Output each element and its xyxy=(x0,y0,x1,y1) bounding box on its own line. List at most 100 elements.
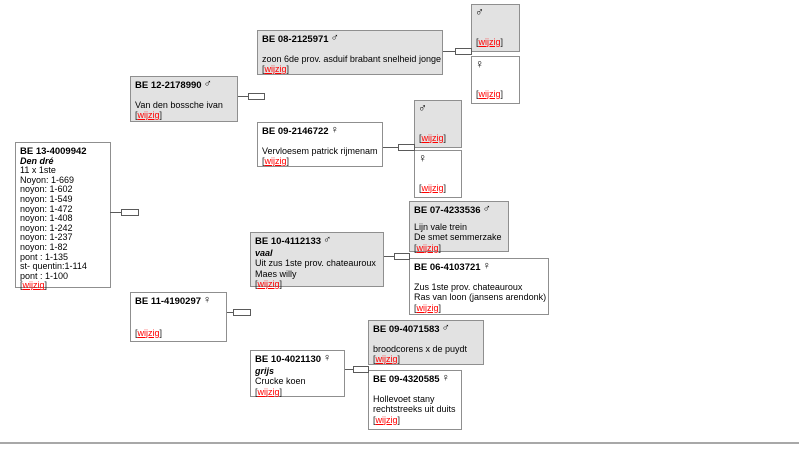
connector-junction xyxy=(455,48,472,55)
pigeon-line: Van den bossche ivan xyxy=(135,99,223,110)
female-icon: ♀ xyxy=(323,352,332,364)
connector-line xyxy=(384,256,394,257)
pedigree-box-mm: BE 10-4021130♀ grijs Crucke koen [wijzig… xyxy=(250,350,345,397)
female-icon: ♀ xyxy=(441,372,450,384)
ring-text: BE 09-4320585 xyxy=(373,374,440,385)
ring-number: BE 13-4009942 xyxy=(20,147,106,157)
connector-junction xyxy=(398,144,415,151)
ring-text: BE 10-4021130 xyxy=(255,354,322,365)
ring-text: BE 11-4190297 xyxy=(135,296,202,307)
male-icon: ♂ xyxy=(482,203,491,215)
wijzig-link[interactable]: [wijzig] xyxy=(135,110,163,120)
result-line: noyon: 1-237 xyxy=(20,232,73,243)
female-icon: ♀ xyxy=(203,294,212,306)
ring-text: BE 07-4233536 xyxy=(414,205,481,216)
ring-number: BE 12-2178990♂ xyxy=(135,78,233,92)
male-icon: ♂ xyxy=(330,32,339,44)
ring-text: BE 09-2146722 xyxy=(262,126,329,137)
pigeon-name: Den dré xyxy=(20,155,54,166)
pedigree-box-father: BE 12-2178990♂ Van den bossche ivan [wij… xyxy=(130,76,238,122)
result-line: noyon: 1-408 xyxy=(20,213,73,224)
pigeon-line: zoon 6de prov. asduif brabant snelheid j… xyxy=(262,53,441,64)
ring-number: BE 11-4190297♀ xyxy=(135,294,222,308)
pedigree-box-mmf: BE 09-4071583♂ broodcorens x de puydt [w… xyxy=(368,320,484,365)
pigeon-line: De smet semmerzake xyxy=(414,232,502,242)
connector-junction xyxy=(121,209,139,216)
pigeon-name: vaal xyxy=(255,247,273,258)
wijzig-link[interactable]: [wijzig] xyxy=(414,302,442,313)
wijzig-link[interactable]: [wijzig] xyxy=(135,327,163,338)
ring-text: BE 09-4071583 xyxy=(373,324,440,335)
wijzig-link[interactable]: [wijzig] xyxy=(419,132,447,143)
result-line: pont : 1-135 xyxy=(20,251,69,262)
male-icon: ♂ xyxy=(323,234,332,246)
wijzig-link[interactable]: [wijzig] xyxy=(476,88,504,99)
pigeon-line: Vervloesem patrick rijmenam xyxy=(262,145,378,156)
wijzig-link[interactable]: [wijzig] xyxy=(419,182,447,193)
male-icon: ♂ xyxy=(418,101,427,115)
pedigree-box-fff: ♂ [wijzig] xyxy=(471,4,520,52)
wijzig-link[interactable]: [wijzig] xyxy=(255,386,283,397)
female-icon: ♀ xyxy=(330,124,339,136)
wijzig-link[interactable]: [wijzig] xyxy=(373,354,401,364)
male-icon: ♂ xyxy=(441,322,450,334)
pedigree-box-fm: BE 09-2146722♀ Vervloesem patrick rijmen… xyxy=(257,122,383,167)
ring-text: BE 12-2178990 xyxy=(135,80,202,91)
result-line: noyon: 1-549 xyxy=(20,193,73,204)
result-line: noyon: 1-242 xyxy=(20,222,73,233)
connector-junction xyxy=(233,309,251,316)
pigeon-line: Hollevoet stany xyxy=(373,393,435,404)
pigeon-line: Lijn vale trein xyxy=(414,221,468,232)
pigeon-line: Zus 1ste prov. chateauroux xyxy=(414,281,523,292)
wijzig-link[interactable]: [wijzig] xyxy=(476,36,504,47)
connector-line xyxy=(110,212,121,213)
pedigree-box-mf: BE 10-4112133♂ vaal Uit zus 1ste prov. c… xyxy=(250,232,384,289)
wijzig-link[interactable]: [wijzig] xyxy=(20,280,48,291)
connector-line xyxy=(345,369,353,370)
connector-line xyxy=(227,312,233,313)
wijzig-link[interactable]: [wijzig] xyxy=(262,156,290,166)
wijzig-link[interactable]: [wijzig] xyxy=(373,414,401,425)
female-icon: ♀ xyxy=(475,57,484,71)
wijzig-link[interactable]: [wijzig] xyxy=(414,242,442,253)
ring-number: BE 08-2125971♂ xyxy=(262,32,438,46)
ring-text: BE 13-4009942 xyxy=(20,146,87,157)
connector-junction xyxy=(248,93,265,100)
pedigree-box-mmm: BE 09-4320585♀ Hollevoet stany rechtstre… xyxy=(368,370,462,430)
ring-number: BE 06-4103721♀ xyxy=(414,261,544,274)
page-divider xyxy=(0,442,799,444)
wijzig-link[interactable]: [wijzig] xyxy=(262,64,290,74)
pedigree-box-mother: BE 11-4190297♀ [wijzig] xyxy=(130,292,227,342)
ring-number: BE 10-4021130♀ xyxy=(255,352,340,366)
result-line: noyon: 1-82 xyxy=(20,241,68,252)
pigeon-line: Maes willy xyxy=(255,268,297,279)
ring-text: BE 10-4112133 xyxy=(255,236,322,247)
pedigree-box-subject: BE 13-4009942 Den dré 11 x 1ste Noyon: 1… xyxy=(15,142,111,291)
pigeon-line: Ras van loon (jansens arendonk) xyxy=(414,292,547,302)
connector-line xyxy=(443,51,455,52)
result-line: 11 x 1ste xyxy=(20,165,56,176)
female-icon: ♀ xyxy=(418,151,427,165)
connector-line xyxy=(238,96,248,97)
pigeon-line: Crucke koen xyxy=(255,376,306,386)
result-line: st- quentin:1-114 xyxy=(20,261,87,272)
wijzig-link[interactable]: [wijzig] xyxy=(255,279,283,289)
ring-number: BE 10-4112133♂ xyxy=(255,234,379,248)
pedigree-box-mff: BE 07-4233536♂ Lijn vale trein De smet s… xyxy=(409,201,509,253)
connector-junction xyxy=(394,253,410,260)
pedigree-box-fmf: ♂ [wijzig] xyxy=(414,100,462,148)
result-line: pont : 1-100 xyxy=(20,270,69,281)
male-icon: ♂ xyxy=(475,5,484,19)
pedigree-box-fmm: ♀ [wijzig] xyxy=(414,150,462,198)
pedigree-box-mfm: BE 06-4103721♀ Zus 1ste prov. chateaurou… xyxy=(409,258,549,315)
ring-text: BE 08-2125971 xyxy=(262,34,329,45)
result-line: noyon: 1-472 xyxy=(20,203,73,214)
male-icon: ♂ xyxy=(203,78,212,90)
ring-number: BE 09-4071583♂ xyxy=(373,322,479,336)
pigeon-line: Uit zus 1ste prov. chateauroux xyxy=(255,258,376,268)
result-line: Noyon: 1-669 xyxy=(20,174,75,185)
connector-line xyxy=(383,147,398,148)
ring-number: BE 07-4233536♂ xyxy=(414,203,504,217)
result-line: noyon: 1-602 xyxy=(20,184,73,195)
